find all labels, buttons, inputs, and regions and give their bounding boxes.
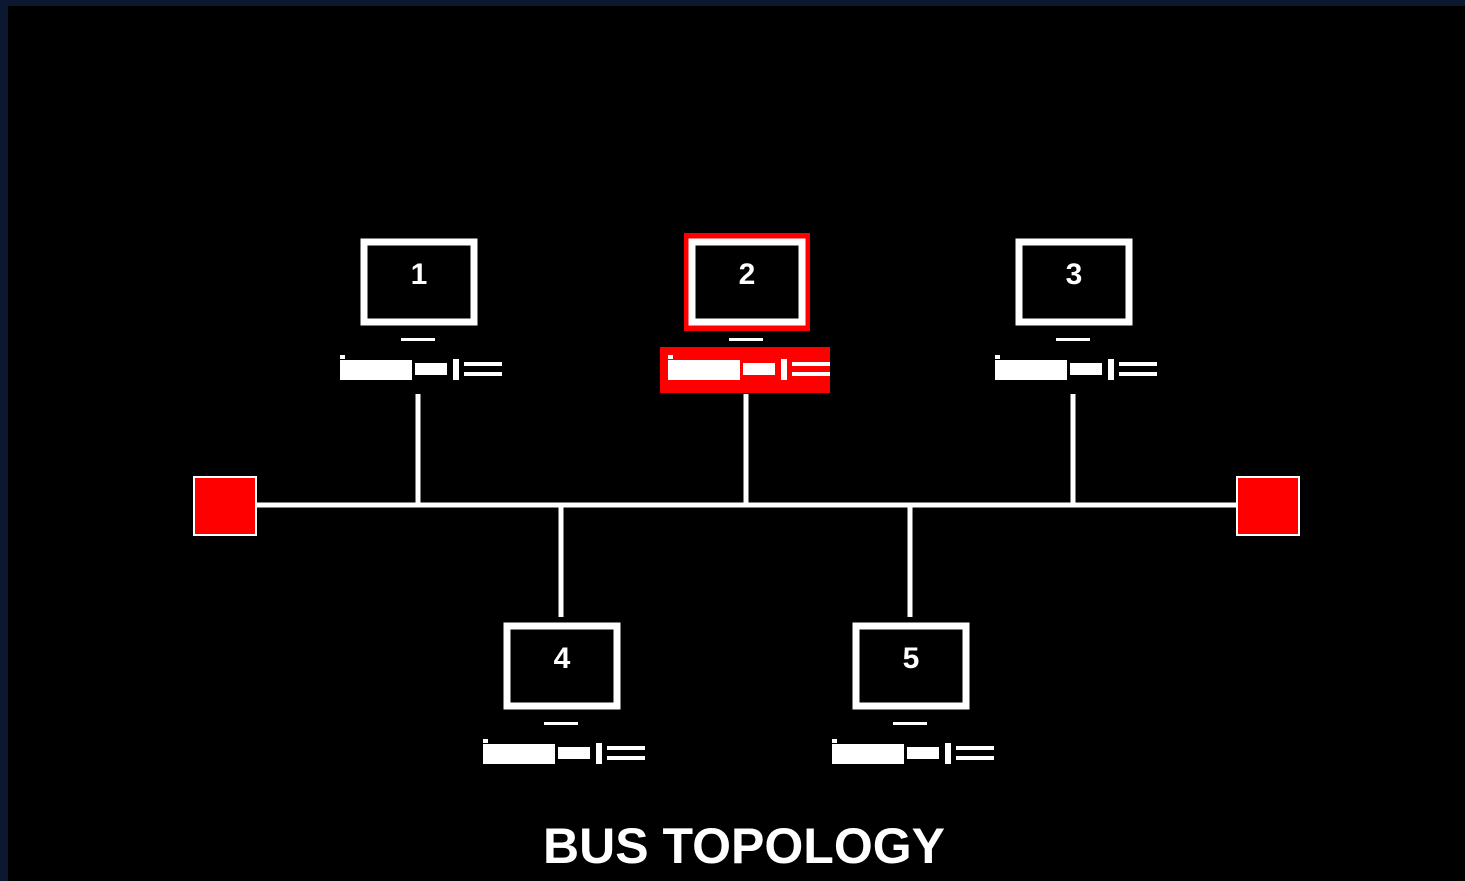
monitor-stand <box>544 722 578 725</box>
keyboard-icon <box>832 739 994 764</box>
right-terminator <box>1236 476 1300 536</box>
monitor-icon <box>360 238 478 326</box>
bus-topology-diagram: 1 2 3 4 5 BUS TOPOLOGY <box>193 233 1300 874</box>
keyboard-icon <box>340 355 502 380</box>
computer-node-3: 3 <box>995 238 1157 380</box>
diagram-frame: 1 2 3 4 5 BUS TOPOLOGY <box>8 6 1465 881</box>
computer-node-4: 4 <box>483 622 645 764</box>
computer-node-5: 5 <box>832 622 994 764</box>
computer-node-2: 2 <box>660 233 830 393</box>
left-terminator <box>193 476 257 536</box>
computer-label: 2 <box>739 258 756 291</box>
keyboard-icon <box>668 355 830 380</box>
computer-label: 1 <box>411 258 428 291</box>
monitor-stand <box>1056 338 1090 341</box>
monitor-icon <box>688 238 806 326</box>
computer-label: 5 <box>903 642 920 675</box>
keyboard-icon <box>995 355 1157 380</box>
monitor-stand <box>893 722 927 725</box>
monitor-icon <box>1015 238 1133 326</box>
keyboard-icon <box>483 739 645 764</box>
monitor-stand <box>401 338 435 341</box>
monitor-stand <box>729 338 763 341</box>
diagram-title: BUS TOPOLOGY <box>543 818 945 874</box>
computer-label: 3 <box>1066 258 1083 291</box>
monitor-icon <box>503 622 621 710</box>
computer-label: 4 <box>554 642 571 675</box>
monitor-icon <box>852 622 970 710</box>
computer-node-1: 1 <box>340 238 502 380</box>
